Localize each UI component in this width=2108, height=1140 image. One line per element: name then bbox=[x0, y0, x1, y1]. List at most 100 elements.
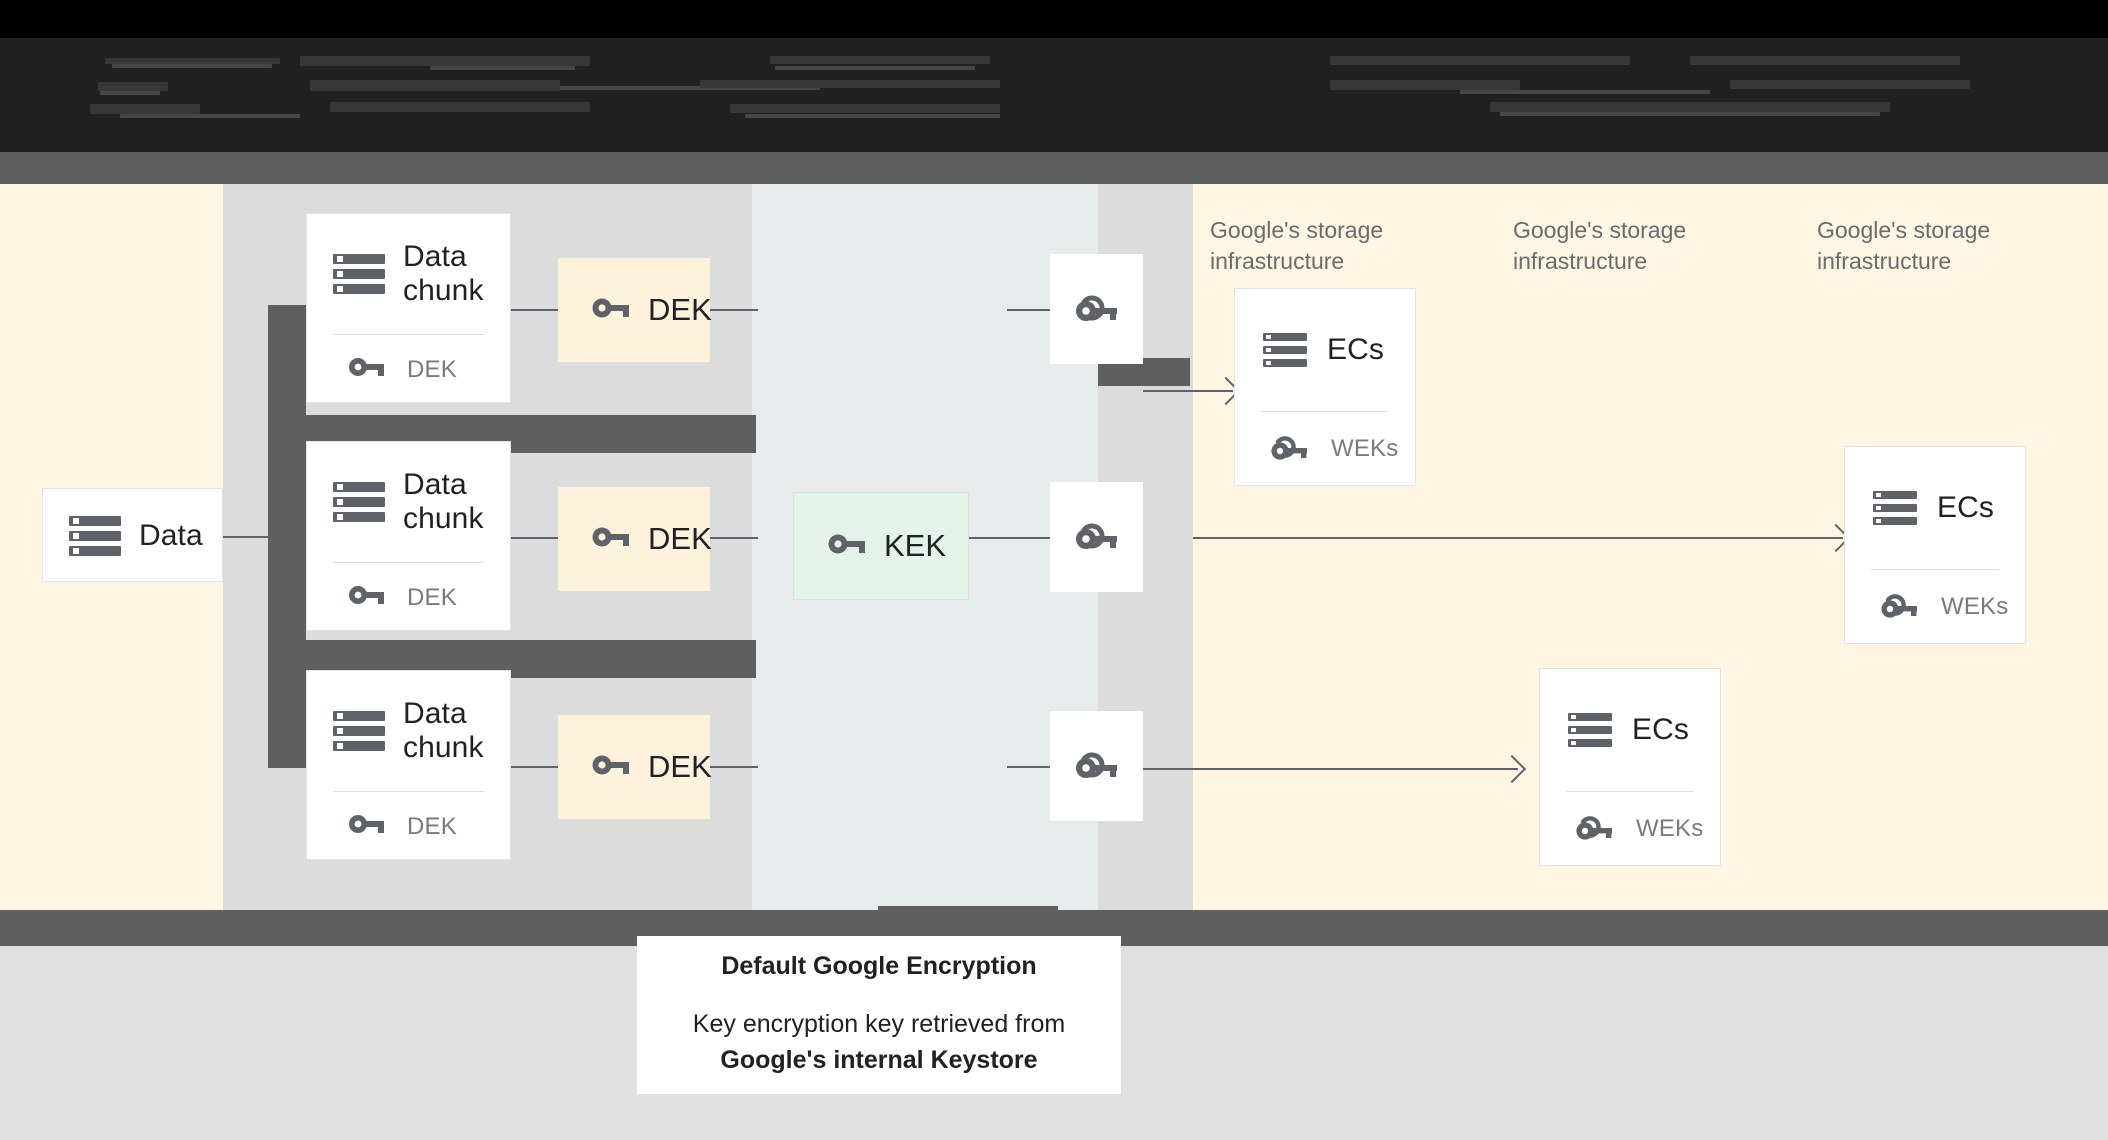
wrapped-key-icon bbox=[1073, 746, 1121, 787]
wrapped-key-icon bbox=[1574, 812, 1616, 847]
obscured-text-line bbox=[90, 104, 200, 114]
obscured-text-line bbox=[1490, 102, 1890, 112]
data-chunk-title: Data chunk bbox=[403, 697, 484, 764]
data-chunk-title: Data chunk bbox=[403, 468, 484, 535]
server-icon bbox=[333, 711, 385, 751]
obscured-text-line bbox=[112, 64, 272, 68]
key-icon bbox=[349, 584, 385, 611]
key-icon bbox=[349, 356, 385, 383]
dek-label: DEK bbox=[648, 521, 712, 556]
key-icon bbox=[349, 813, 385, 840]
data-chunk-key-label: DEK bbox=[407, 583, 457, 611]
obscured-text-line bbox=[560, 86, 820, 90]
data-chunk-key-label: DEK bbox=[407, 812, 457, 840]
dek-chip[interactable]: DEK bbox=[558, 258, 712, 362]
dek-chip[interactable]: DEK bbox=[558, 487, 712, 591]
ec-card[interactable]: ECs WEKs bbox=[1539, 668, 1721, 866]
obscured-top-bar bbox=[0, 0, 2108, 178]
arrow-line-middle bbox=[1193, 537, 1843, 539]
data-source-card[interactable]: Data bbox=[42, 488, 223, 582]
dek-chip[interactable]: DEK bbox=[558, 715, 712, 819]
wrapped-key-icon bbox=[1269, 432, 1311, 467]
ec-card-title: ECs bbox=[1632, 713, 1689, 747]
obscured-text-line bbox=[310, 80, 560, 91]
dek-label: DEK bbox=[648, 749, 712, 784]
obscured-text-line bbox=[120, 114, 300, 118]
obscured-text-line bbox=[1460, 90, 1710, 94]
data-chunk-card[interactable]: Data chunk DEK bbox=[306, 670, 511, 860]
caption-box: Default Google Encryption Key encryption… bbox=[637, 936, 1121, 1094]
key-icon bbox=[592, 525, 630, 554]
storage-label: Google's storage infrastructure bbox=[1817, 217, 1991, 275]
ec-card-key-label: WEKs bbox=[1331, 435, 1399, 462]
obscured-text-line bbox=[1690, 56, 1960, 65]
obscured-text-line bbox=[775, 66, 975, 70]
obscured-text-line bbox=[770, 56, 990, 64]
obscured-text-line bbox=[100, 91, 160, 95]
connector-line bbox=[710, 766, 758, 768]
server-icon bbox=[69, 516, 121, 556]
obscured-text-line bbox=[300, 56, 590, 66]
kek-label: KEK bbox=[884, 528, 947, 563]
obscured-text-line bbox=[1730, 80, 1970, 89]
obscured-text-line bbox=[730, 104, 1000, 113]
fanout-trunk bbox=[268, 305, 306, 768]
connector-line bbox=[710, 537, 758, 539]
key-icon bbox=[592, 753, 630, 782]
ec-card-key-label: WEKs bbox=[1636, 815, 1704, 842]
wrapped-key-icon bbox=[1073, 517, 1121, 558]
connector-line bbox=[1007, 766, 1050, 768]
wrapped-key-card[interactable] bbox=[1050, 711, 1143, 821]
obscured-text-line bbox=[1330, 56, 1630, 65]
obscured-text-line bbox=[98, 82, 168, 91]
ec-card[interactable]: ECs WEKs bbox=[1234, 288, 1416, 486]
wrapped-key-card[interactable] bbox=[1050, 254, 1143, 364]
connector-line bbox=[1007, 537, 1050, 539]
kek-chip[interactable]: KEK bbox=[793, 492, 969, 600]
server-icon bbox=[1568, 713, 1612, 747]
ec-card-title: ECs bbox=[1937, 491, 1994, 525]
connector-nub bbox=[878, 906, 1058, 914]
obscured-text-line bbox=[430, 66, 575, 70]
data-source-label: Data bbox=[139, 519, 203, 553]
caption-body: Key encryption key retrieved from Google… bbox=[693, 1007, 1065, 1078]
connector-line bbox=[1007, 309, 1050, 311]
storage-label: Google's storage infrastructure bbox=[1513, 217, 1687, 275]
obscured-text-line bbox=[1330, 80, 1520, 90]
data-chunk-card[interactable]: Data chunk DEK bbox=[306, 213, 511, 403]
card-divider bbox=[1261, 411, 1389, 412]
arrow-line-top bbox=[1143, 390, 1233, 392]
card-divider bbox=[333, 791, 484, 792]
card-divider bbox=[1566, 791, 1694, 792]
data-chunk-title: Data chunk bbox=[403, 240, 484, 307]
data-chunk-card[interactable]: Data chunk DEK bbox=[306, 441, 511, 631]
connector-line bbox=[511, 537, 558, 539]
obscured-text-line bbox=[105, 58, 280, 64]
card-divider bbox=[333, 334, 484, 335]
dek-label: DEK bbox=[648, 292, 712, 327]
obscured-text-line bbox=[700, 80, 1000, 88]
ec-card-title: ECs bbox=[1327, 333, 1384, 367]
key-icon bbox=[592, 296, 630, 325]
server-icon bbox=[333, 482, 385, 522]
data-chunk-key-label: DEK bbox=[407, 355, 457, 383]
arrow-line-bottom bbox=[1143, 768, 1518, 770]
connector-line bbox=[969, 537, 1007, 539]
key-icon bbox=[828, 532, 866, 561]
obscured-text-line bbox=[1500, 112, 1880, 116]
ec-card[interactable]: ECs WEKs bbox=[1844, 446, 2026, 644]
connector-line bbox=[710, 309, 758, 311]
wrapped-key-icon bbox=[1879, 590, 1921, 625]
card-divider bbox=[333, 562, 484, 563]
top-gray-band bbox=[0, 152, 2108, 184]
connector-line bbox=[223, 536, 268, 538]
storage-label: Google's storage infrastructure bbox=[1210, 217, 1384, 275]
card-divider bbox=[1871, 569, 1999, 570]
wrapped-key-card[interactable] bbox=[1050, 482, 1143, 592]
obscured-text-line bbox=[745, 114, 1000, 118]
caption-line-2: Google's internal Keystore bbox=[720, 1045, 1038, 1074]
ec-card-key-label: WEKs bbox=[1941, 593, 2009, 620]
server-icon bbox=[1873, 491, 1917, 525]
server-icon bbox=[333, 254, 385, 294]
